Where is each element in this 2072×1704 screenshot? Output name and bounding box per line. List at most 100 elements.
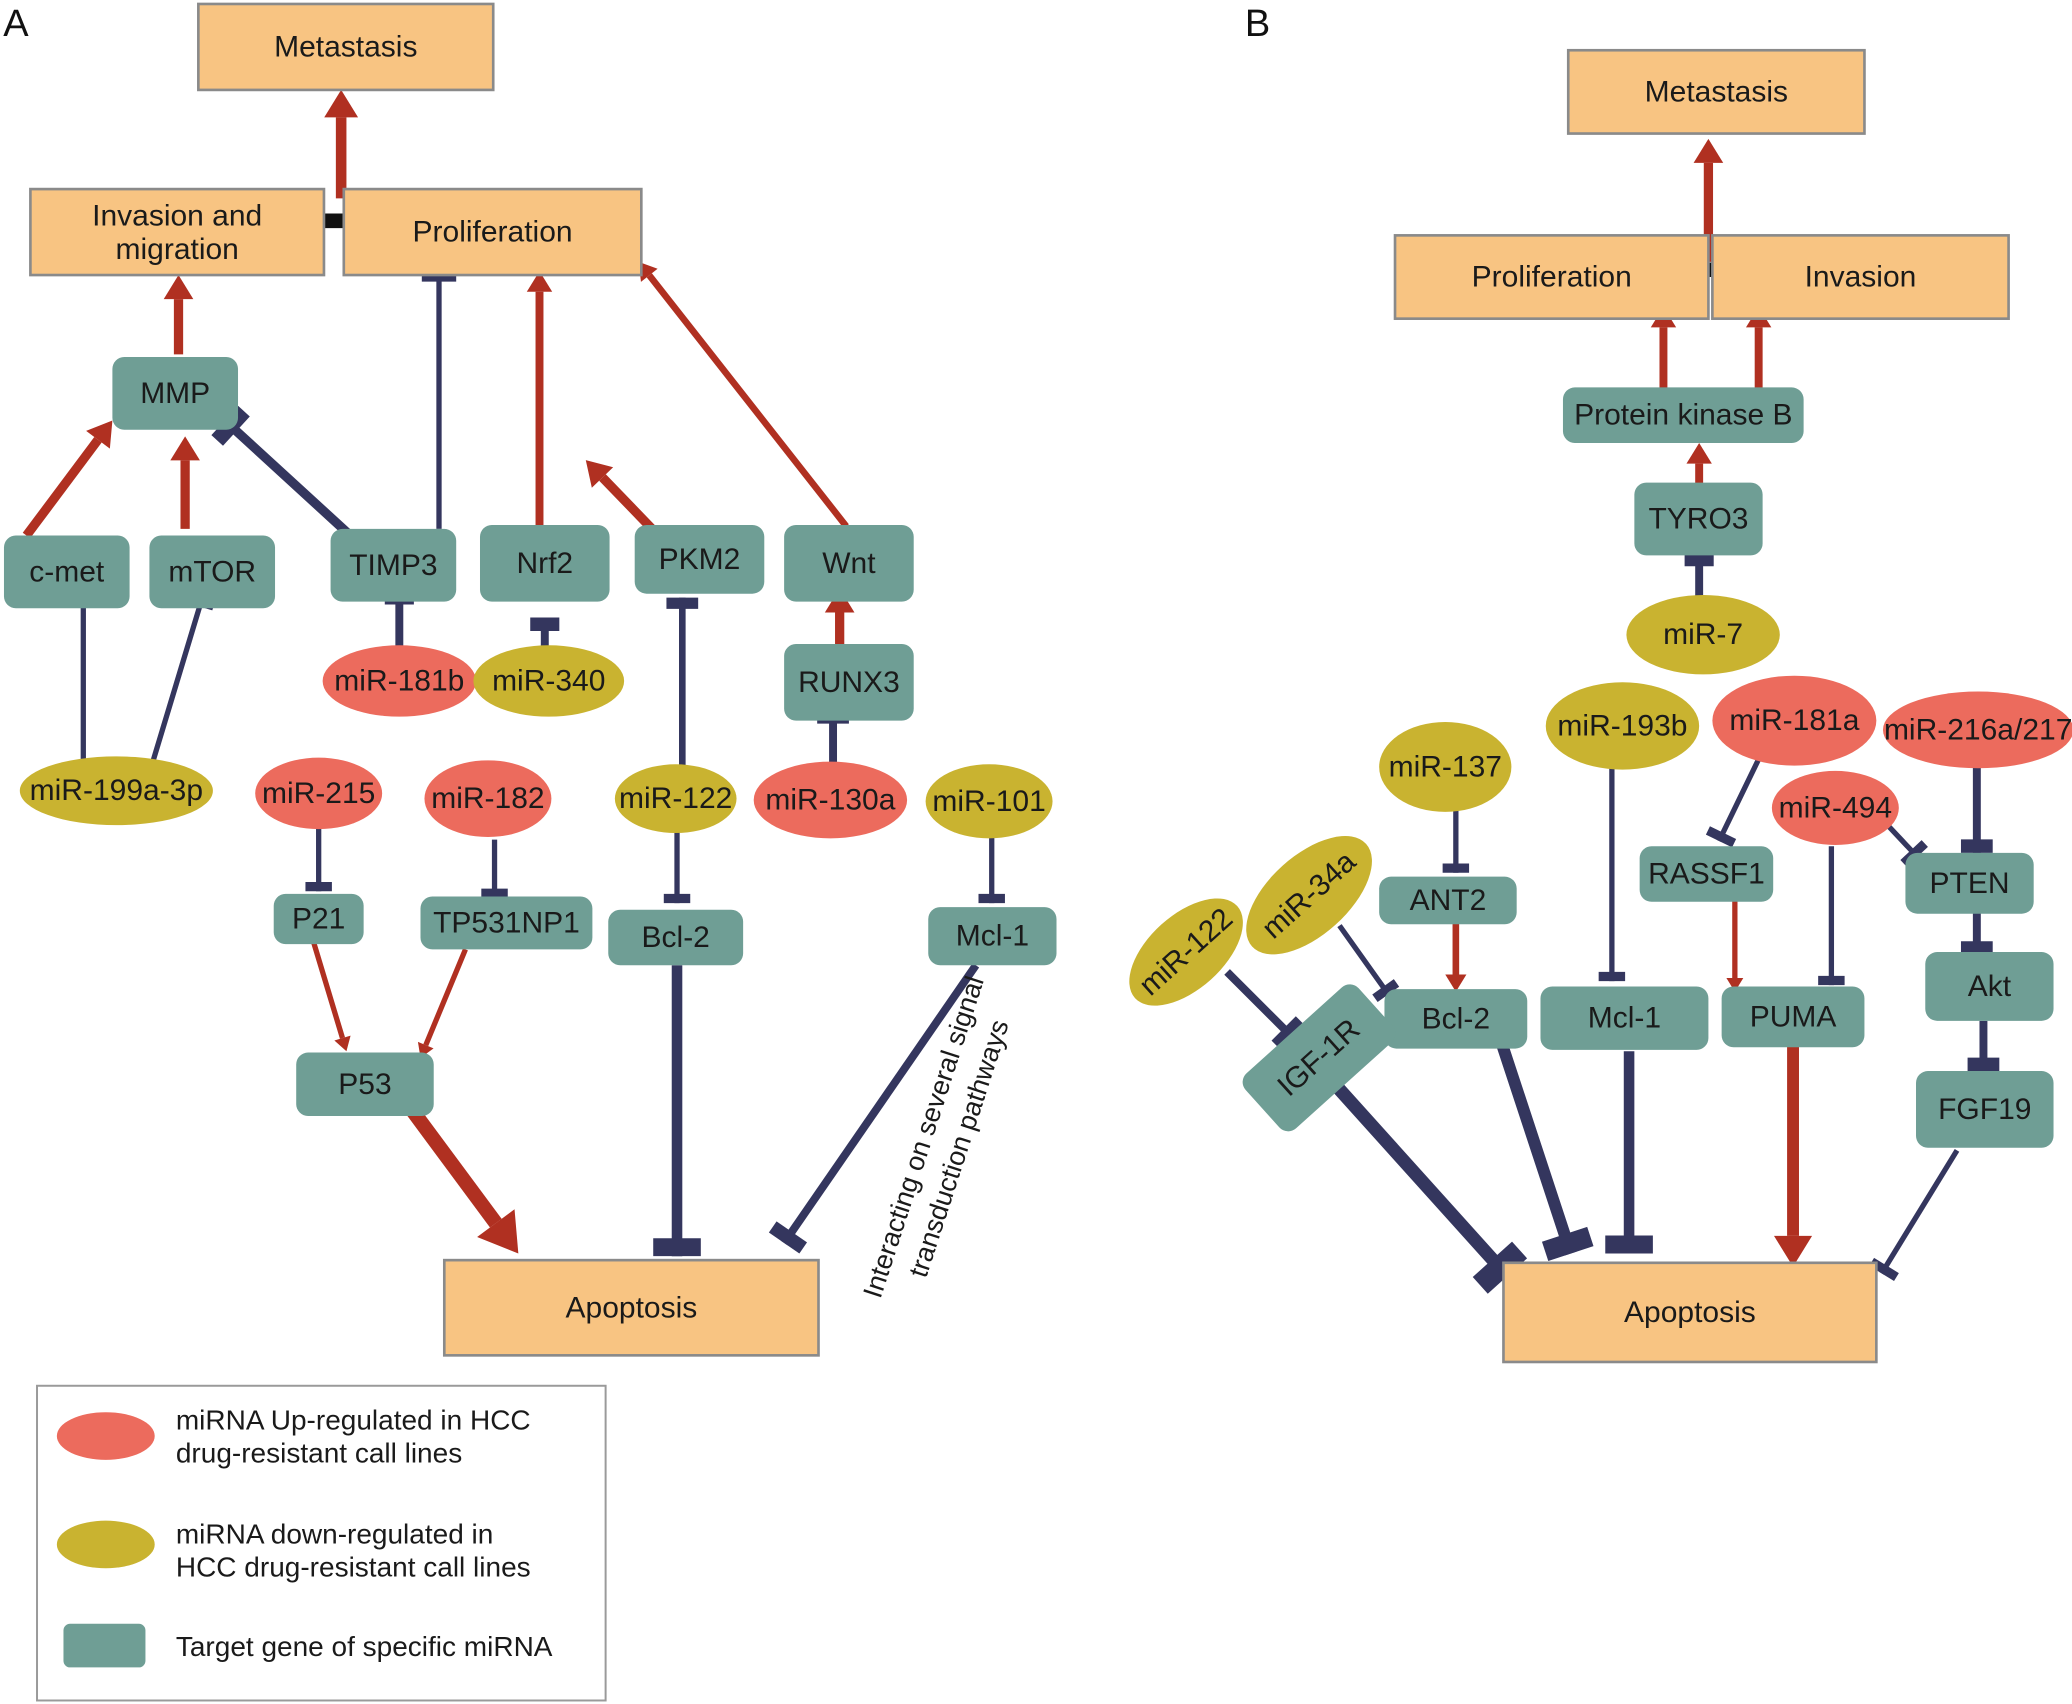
- gene-p21: P21: [273, 893, 364, 945]
- arrow-tyro3-pkb-head: [1686, 442, 1712, 464]
- inhibit-bcl2b-apoptosis: [1496, 1042, 1577, 1256]
- gene-cmet-label: c-met: [29, 555, 105, 588]
- gene-bcl2-a-label: Bcl-2: [642, 921, 710, 954]
- gene-mcl1-b-label: Mcl-1: [1588, 1002, 1661, 1035]
- gene-runx3: RUNX3: [784, 643, 914, 721]
- inhibit-mcl1-apoptosis: [780, 963, 980, 1246]
- mirna-181a: miR-181a: [1712, 675, 1877, 766]
- proliferation-box-a-label: Proliferation: [413, 216, 573, 249]
- legend: miRNA Up-regulated in HCCdrug-resistant …: [36, 1384, 607, 1702]
- mirna-340: miR-340: [473, 645, 625, 717]
- apoptosis-box-a: Apoptosis: [442, 1258, 820, 1357]
- gene-pkm2: PKM2: [634, 524, 765, 594]
- gene-nrf2-label: Nrf2: [516, 547, 573, 580]
- mirna-216a-217-label: miR-216a/217: [1884, 713, 2072, 746]
- gene-nrf2: Nrf2: [479, 524, 610, 602]
- gene-akt: Akt: [1925, 952, 2054, 1021]
- apoptosis-box-b-label: Apoptosis: [1624, 1296, 1756, 1329]
- legend-target-label: Target gene of specific miRNA: [176, 1631, 553, 1662]
- arrow-mtor-mmp-head: [170, 436, 200, 461]
- gene-rassf1: RASSF1: [1639, 846, 1774, 902]
- gene-p53-label: P53: [338, 1068, 391, 1101]
- proliferation-box-b: Proliferation: [1393, 234, 1710, 320]
- mirna-182: miR-182: [424, 760, 552, 838]
- invasion-box-label: Invasion: [1805, 261, 1917, 294]
- proliferation-box-a: Proliferation: [342, 187, 643, 277]
- mirna-215: miR-215: [255, 757, 383, 830]
- inhibit-mir122-igf1r: [1224, 969, 1297, 1041]
- mirna-101-label: miR-101: [932, 785, 1045, 818]
- mirna-122-b: miR-122: [1129, 898, 1243, 1006]
- mirna-181a-label: miR-181a: [1729, 704, 1859, 737]
- gene-tp53inp1-label: TP531NP1: [433, 906, 580, 939]
- mirna-122-a: miR-122: [614, 764, 737, 834]
- metastasis-box-a: Metastasis: [197, 2, 495, 92]
- invasion-migration-box-label: migration: [115, 233, 238, 266]
- gene-wnt: Wnt: [784, 524, 914, 602]
- panel-label-a: A: [3, 3, 29, 45]
- legend-swatch-up: [56, 1412, 155, 1460]
- apoptosis-box-b: Apoptosis: [1502, 1261, 1878, 1364]
- arrow-p21-p53-head: [334, 1035, 351, 1052]
- mirna-199a-3p-label: miR-199a-3p: [30, 774, 203, 807]
- side-note: Interacting on several signaltransductio…: [857, 973, 1014, 1302]
- gene-mcl1-a: Mcl-1: [928, 907, 1057, 966]
- metastasis-box-a-label: Metastasis: [274, 30, 417, 63]
- mirna-130a-label: miR-130a: [765, 783, 895, 816]
- gene-pkm2-label: PKM2: [659, 543, 741, 576]
- gene-tyro3-label: TYRO3: [1648, 503, 1748, 536]
- gene-mcl1-a-label: Mcl-1: [956, 920, 1029, 953]
- gene-timp3: TIMP3: [330, 528, 457, 602]
- arrow-proliferation-metastasis-head: [324, 89, 359, 118]
- gene-akt-label: Akt: [1968, 970, 2012, 1003]
- legend-up-line-2: drug-resistant call lines: [176, 1438, 462, 1469]
- gene-tyro3: TYRO3: [1634, 482, 1763, 556]
- inhibit-timp3-mmp: [221, 417, 354, 539]
- inhibit-mir181a-rassf1: [1716, 752, 1764, 843]
- gene-protein-kinase-b: Protein kinase B: [1562, 387, 1804, 443]
- gene-pten-label: PTEN: [1930, 867, 2010, 900]
- inhibit-mir34a-bcl2-bar: [1372, 979, 1400, 1003]
- inhibit-mir34a-bcl2: [1337, 924, 1391, 996]
- invasion-migration-box-label: Invasion and: [92, 200, 262, 233]
- arrow-cmet-mmp: [22, 436, 102, 539]
- mirna-216a-217: miR-216a/217: [1882, 691, 2072, 769]
- mirna-199a-3p: miR-199a-3p: [19, 756, 213, 826]
- gene-fgf19: FGF19: [1916, 1071, 2054, 1148]
- mirna-130a: miR-130a: [753, 761, 908, 839]
- arrow-b-proliferation-metastasis-head: [1693, 138, 1724, 163]
- gene-puma-label: PUMA: [1750, 1000, 1837, 1033]
- arrow-ant2-bcl2-head: [1445, 974, 1467, 992]
- inhibit-igf1r-apoptosis: [1323, 1073, 1513, 1281]
- mirna-34a: miR-34a: [1246, 836, 1372, 955]
- gene-bcl2-b-label: Bcl-2: [1422, 1002, 1490, 1035]
- inhibit-fgf19-apoptosis: [1879, 1149, 1960, 1275]
- mirna-182-label: miR-182: [431, 782, 544, 815]
- gene-p53: P53: [296, 1052, 434, 1117]
- mirna-193b: miR-193b: [1545, 682, 1700, 770]
- gene-rassf1-label: RASSF1: [1648, 858, 1765, 891]
- gene-runx3-label: RUNX3: [798, 666, 900, 699]
- gene-ant2: ANT2: [1379, 876, 1517, 925]
- arrow-wnt-proliferation-head: [638, 261, 658, 282]
- arrow-p21-p53: [310, 940, 346, 1039]
- gene-timp3-label: TIMP3: [349, 549, 437, 582]
- arrow-nrf2-proliferation-head: [526, 271, 553, 292]
- legend-down-line-2: HCC drug-resistant call lines: [176, 1551, 531, 1582]
- inhibit-mcl1-apoptosis-bar: [768, 1221, 808, 1254]
- inhibit-mir181a-rassf1-bar: [1705, 826, 1737, 848]
- inhibit-mir199a-mtor: [149, 596, 205, 766]
- arrow-cmet-mmp-head: [86, 420, 113, 449]
- mirna-215-label: miR-215: [262, 777, 375, 810]
- panel-label-b: B: [1245, 3, 1270, 45]
- inhibit-bcl2b-apoptosis-bar: [1541, 1226, 1594, 1261]
- legend-swatch-down: [56, 1520, 155, 1569]
- arrow-p53-apoptosis: [406, 1106, 502, 1228]
- metastasis-box-b: Metastasis: [1566, 48, 1866, 135]
- apoptosis-box-a-label: Apoptosis: [566, 1291, 698, 1324]
- mirna-137-label: miR-137: [1389, 750, 1502, 783]
- gene-wnt-label: Wnt: [822, 547, 876, 580]
- gene-tp53inp1: TP531NP1: [420, 896, 593, 950]
